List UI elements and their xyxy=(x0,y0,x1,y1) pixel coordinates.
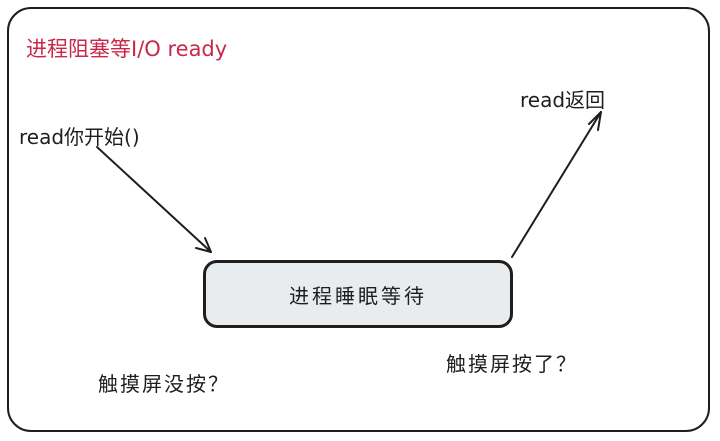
sleep-wait-node-label: 进程睡眠等待 xyxy=(289,283,427,308)
diagram-title: 进程阻塞等I/O ready xyxy=(26,37,228,61)
touched-label: 触摸屏按了？ xyxy=(446,352,578,376)
start-label: read你开始() xyxy=(19,125,140,149)
no-touch-label: 触摸屏没按？ xyxy=(98,372,230,396)
return-label: read返回 xyxy=(520,88,606,112)
diagram-frame xyxy=(7,7,710,432)
sleep-wait-node: 进程睡眠等待 xyxy=(203,260,513,328)
